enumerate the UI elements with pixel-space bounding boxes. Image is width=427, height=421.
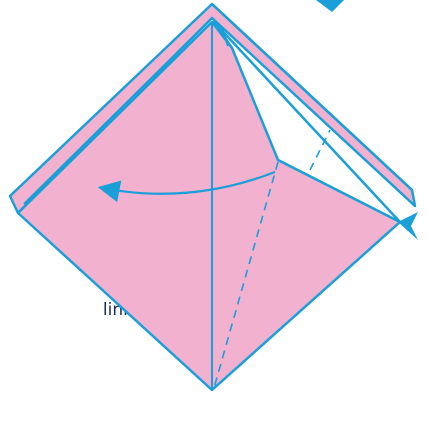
main-diamond [18, 22, 400, 390]
corner-mark-icon [316, 0, 344, 12]
direction-arrow-icon [398, 212, 418, 240]
